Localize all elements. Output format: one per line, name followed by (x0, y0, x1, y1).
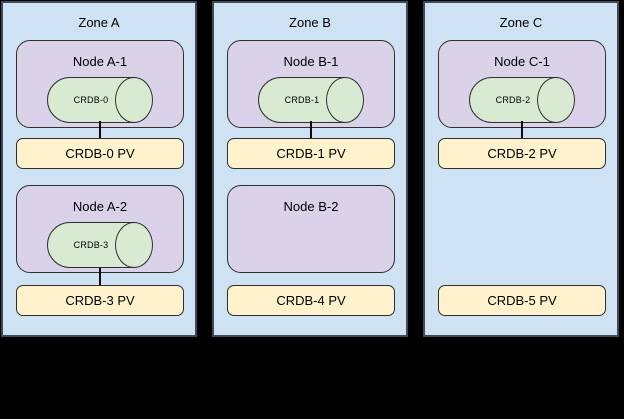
cylinder-end-ellipse (115, 77, 153, 123)
node-a2: Node A-2 CRDB-3 (16, 185, 184, 273)
zone-a: Zone A Node A-1 CRDB-0 CRDB-0 PV Node A-… (1, 1, 197, 337)
zone-b: Zone B Node B-1 CRDB-1 CRDB-1 PV Node B-… (212, 1, 408, 337)
connector-line (310, 121, 312, 138)
crdb-1-pod-label: CRDB-1 (284, 95, 320, 105)
node-b2-label: Node B-2 (283, 199, 339, 214)
zone-c-label: Zone C (499, 15, 543, 30)
node-a1-label: Node A-1 (72, 54, 128, 69)
node-b2: Node B-2 (227, 185, 395, 273)
crdb-4-pv-label: CRDB-4 PV (276, 293, 346, 308)
node-a2-label: Node A-2 (72, 199, 128, 214)
crdb-1-pv-label: CRDB-1 PV (276, 146, 346, 161)
crdb-1-pv-box: CRDB-1 PV (227, 138, 395, 169)
crdb-3-pv-label: CRDB-3 PV (65, 293, 135, 308)
crdb-2-pv-label: CRDB-2 PV (487, 146, 557, 161)
connector-line (521, 121, 523, 138)
crdb-2-pod-label: CRDB-2 (495, 95, 531, 105)
crdb-5-pv-box: CRDB-5 PV (438, 285, 606, 316)
node-c1-label: Node C-1 (494, 54, 550, 69)
crdb-1-pod-cylinder-icon: CRDB-1 (258, 77, 364, 123)
crdb-3-pod-cylinder-icon: CRDB-3 (47, 222, 153, 268)
zone-c: Zone C Node C-1 CRDB-2 CRDB-2 PV CRDB-5 … (423, 1, 619, 337)
node-b1-label: Node B-1 (283, 54, 339, 69)
node-a1: Node A-1 CRDB-0 (16, 40, 184, 128)
connector-line (99, 121, 101, 138)
zone-b-label: Zone B (289, 15, 331, 30)
crdb-3-pod-label: CRDB-3 (73, 240, 109, 250)
crdb-0-pv-box: CRDB-0 PV (16, 138, 184, 169)
crdb-4-pv-box: CRDB-4 PV (227, 285, 395, 316)
crdb-5-pv-label: CRDB-5 PV (487, 293, 557, 308)
crdb-3-pv-box: CRDB-3 PV (16, 285, 184, 316)
cylinder-end-ellipse (326, 77, 364, 123)
crdb-2-pv-box: CRDB-2 PV (438, 138, 606, 169)
crdb-2-pod-cylinder-icon: CRDB-2 (469, 77, 575, 123)
crdb-0-pod-cylinder-icon: CRDB-0 (47, 77, 153, 123)
connector-line (99, 268, 101, 285)
cylinder-end-ellipse (115, 222, 153, 268)
crdb-0-pv-label: CRDB-0 PV (65, 146, 135, 161)
zone-a-label: Zone A (78, 15, 120, 30)
node-b1: Node B-1 CRDB-1 (227, 40, 395, 128)
crdb-0-pod-label: CRDB-0 (73, 95, 109, 105)
node-c1: Node C-1 CRDB-2 (438, 40, 606, 128)
cylinder-end-ellipse (537, 77, 575, 123)
